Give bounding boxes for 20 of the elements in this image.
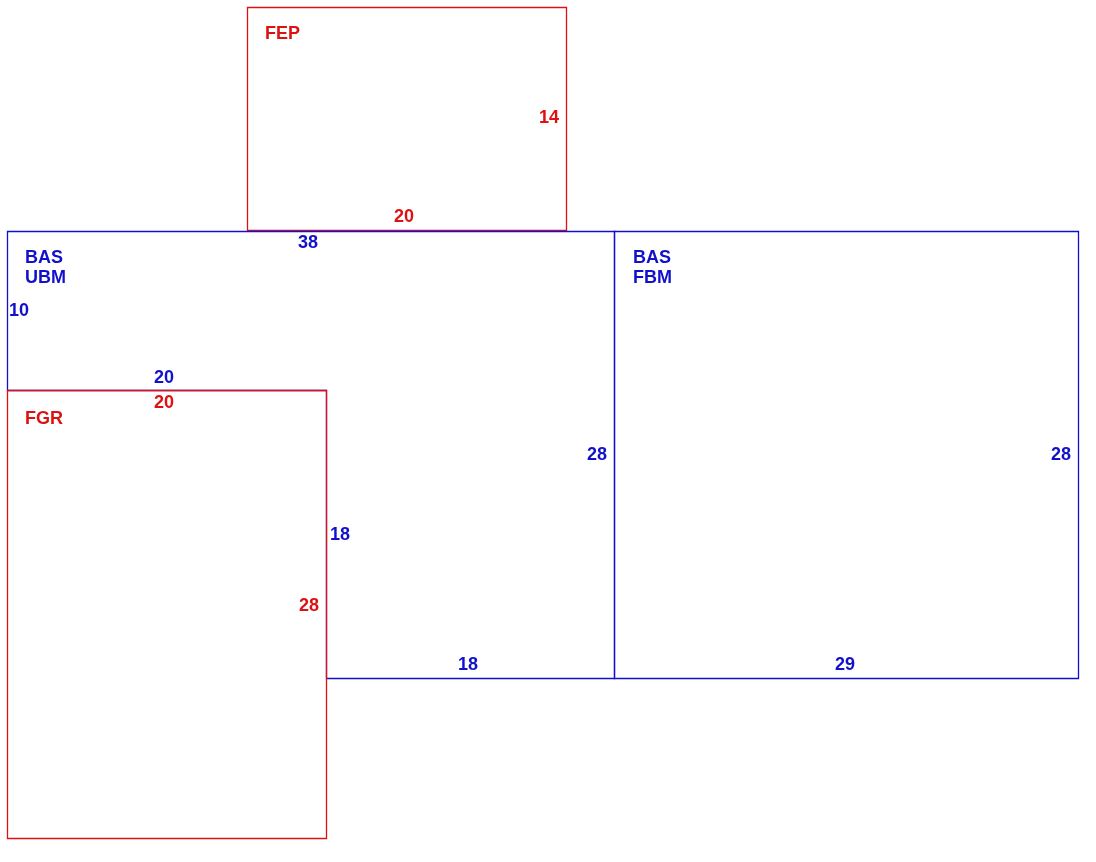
room-label: BAS FBM [633,247,673,287]
dimension-label: 18 [330,524,351,544]
dimension-label: 28 [299,595,320,615]
room-label: FEP [265,23,301,43]
dimension-label: 28 [587,444,608,464]
dimension-label: 14 [539,107,560,127]
dimension-label: 20 [154,392,175,412]
dimension-label: 10 [9,300,30,320]
dimension-label: 20 [154,367,175,387]
dimension-label: 28 [1051,444,1072,464]
room-outline [614,231,1078,678]
dimension-label: 38 [298,232,319,252]
room-outline [7,231,614,678]
room-label: BAS UBM [25,247,67,287]
room-outline [247,7,566,230]
room-label: FGR [25,408,64,428]
room-outline [7,390,326,838]
dimension-label: 20 [394,206,415,226]
dimension-label: 18 [458,654,479,674]
dimension-label: 29 [835,654,856,674]
